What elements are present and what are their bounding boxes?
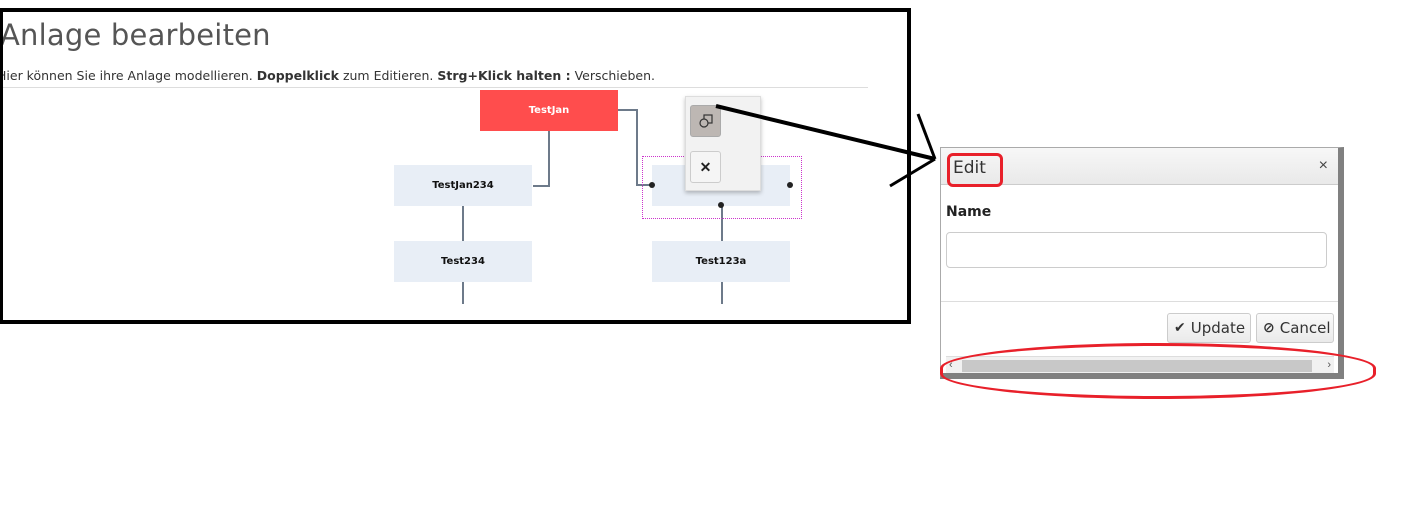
update-button[interactable]: ✔ Update (1167, 313, 1251, 343)
connection-handle[interactable] (787, 182, 793, 188)
annotation-highlight (940, 343, 1376, 399)
app-screenshot-frame: Anlage bearbeiten Hier können Sie ihre A… (0, 8, 911, 324)
arrow-shaft (715, 104, 936, 161)
arrow-head (916, 113, 937, 160)
connector (721, 206, 723, 241)
divider (3, 87, 868, 88)
dialog-header: Edit × (941, 148, 1338, 187)
diagram-node[interactable]: Test123a (652, 241, 790, 282)
connection-handle[interactable] (649, 182, 655, 188)
name-input[interactable] (946, 232, 1327, 268)
diagram-node[interactable]: TestJan234 (394, 165, 532, 206)
diagram-node-root[interactable]: TestJan (480, 90, 618, 131)
name-label: Name (946, 204, 992, 220)
connector (636, 109, 638, 186)
cancel-icon: ⊘ (1263, 320, 1275, 336)
connector (617, 109, 637, 111)
page-hint: Hier können Sie ihre Anlage modellieren.… (0, 68, 655, 83)
connector (548, 127, 550, 187)
shapes-icon (698, 114, 713, 128)
connector (533, 185, 550, 187)
annotation-highlight (947, 153, 1003, 187)
connection-handle[interactable] (718, 202, 724, 208)
cancel-label: Cancel (1279, 319, 1331, 337)
page-title: Anlage bearbeiten (0, 18, 271, 52)
edit-shape-button[interactable] (690, 105, 721, 137)
connector (462, 206, 464, 241)
connector (636, 184, 652, 186)
connector (462, 282, 464, 304)
hint-text: Verschieben. (570, 68, 655, 83)
divider (941, 301, 1338, 302)
hint-bold-ctrlclick: Strg+Klick halten : (437, 68, 571, 83)
dialog-title: Edit (953, 158, 986, 178)
check-icon: ✔ (1174, 320, 1186, 336)
close-icon[interactable]: × (1318, 157, 1328, 174)
delete-node-button[interactable]: ✕ (690, 151, 721, 183)
hint-bold-doubleclick: Doppelklick (256, 68, 339, 83)
diagram-node[interactable]: Test234 (394, 241, 532, 282)
update-label: Update (1190, 319, 1246, 337)
arrow-head (889, 157, 936, 188)
hint-text: zum Editieren. (338, 68, 438, 83)
connector (721, 282, 723, 304)
cancel-button[interactable]: ⊘ Cancel (1256, 313, 1334, 343)
close-icon: ✕ (699, 158, 712, 175)
hint-text: Hier können Sie ihre Anlage modellieren. (0, 68, 257, 83)
